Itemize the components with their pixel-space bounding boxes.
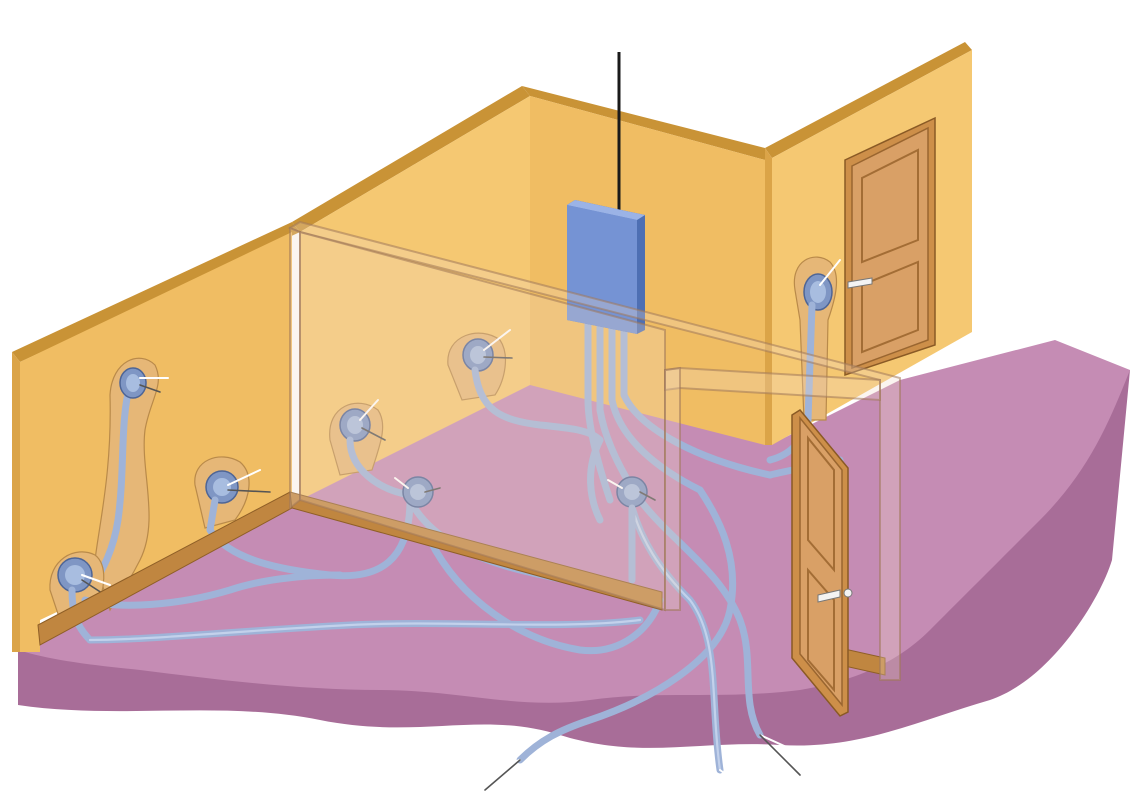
socket-partition-left <box>329 399 414 499</box>
distribution-box <box>567 52 645 334</box>
door-handle-icon <box>847 277 873 289</box>
front-door <box>791 409 853 717</box>
cable-ends <box>469 734 816 791</box>
junction-box-center <box>394 476 441 508</box>
floor-junction-boxes <box>394 476 656 584</box>
socket-right-wall <box>793 256 841 424</box>
socket-left-middle <box>194 456 271 534</box>
junction-box-right <box>607 476 656 584</box>
door-handle-icon <box>817 589 841 603</box>
socket-partition-upper <box>447 329 604 444</box>
left-wall <box>12 222 300 652</box>
transparent-partition-wall <box>287 220 901 681</box>
door-knob-icon <box>843 588 853 598</box>
back-door <box>844 116 936 377</box>
